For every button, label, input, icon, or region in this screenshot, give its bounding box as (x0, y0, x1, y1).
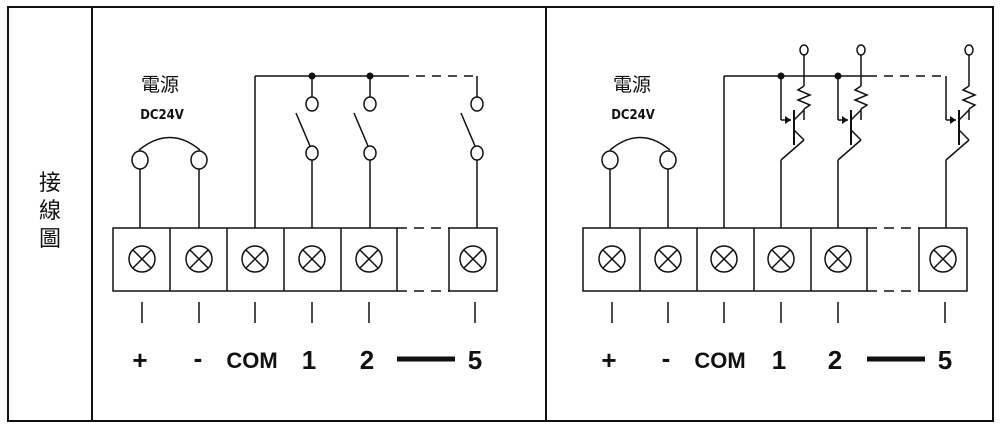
right-power-arc (609, 136, 671, 151)
right-voltage-label: DC24V (611, 108, 655, 123)
switch-1-bottom-contact (305, 145, 319, 161)
right-power-plus-post (601, 150, 619, 170)
side-label-char-3: 圖 (39, 227, 61, 252)
left-terminal-label-minus: - (194, 343, 203, 373)
right-power-label: 電源 (613, 74, 651, 96)
outer-frame (7, 6, 994, 422)
left-power-minus-post (190, 150, 208, 170)
left-terminal-block (112, 227, 498, 292)
side-label-char-2: 線 (39, 199, 61, 224)
left-terminal-label-2: 2 (360, 345, 374, 375)
transistor-stage-2 (837, 44, 869, 228)
right-terminal-label-2: 2 (828, 345, 842, 375)
left-voltage-label: DC24V (140, 108, 184, 123)
right-transistor-network (723, 44, 977, 228)
right-terminal-label-minus: - (662, 343, 671, 373)
right-power-minus-post (659, 150, 677, 170)
left-power-plus-post (131, 150, 149, 170)
left-terminal-label-plus: + (132, 345, 147, 375)
left-power-label: 電源 (141, 74, 179, 96)
right-terminal-label-5: 5 (938, 345, 952, 375)
left-terminal-label-1: 1 (302, 345, 316, 375)
right-panel: 電源 DC24V (582, 44, 977, 375)
right-terminal-label-com: COM (694, 348, 745, 373)
left-terminal-label-5: 5 (468, 345, 482, 375)
left-panel: 電源 DC24V (112, 72, 498, 375)
right-terminal-label-1: 1 (772, 345, 786, 375)
transistor-stage-1 (780, 44, 812, 228)
left-power-arc (138, 136, 201, 151)
right-terminal-block (582, 227, 968, 292)
left-switch-network (254, 72, 484, 228)
switch-1-top-contact (305, 96, 319, 112)
side-label-char-1: 接 (39, 171, 61, 196)
left-terminal-label-com: COM (226, 348, 277, 373)
transistor-stage-5 (945, 44, 977, 228)
right-terminal-label-plus: + (601, 345, 616, 375)
